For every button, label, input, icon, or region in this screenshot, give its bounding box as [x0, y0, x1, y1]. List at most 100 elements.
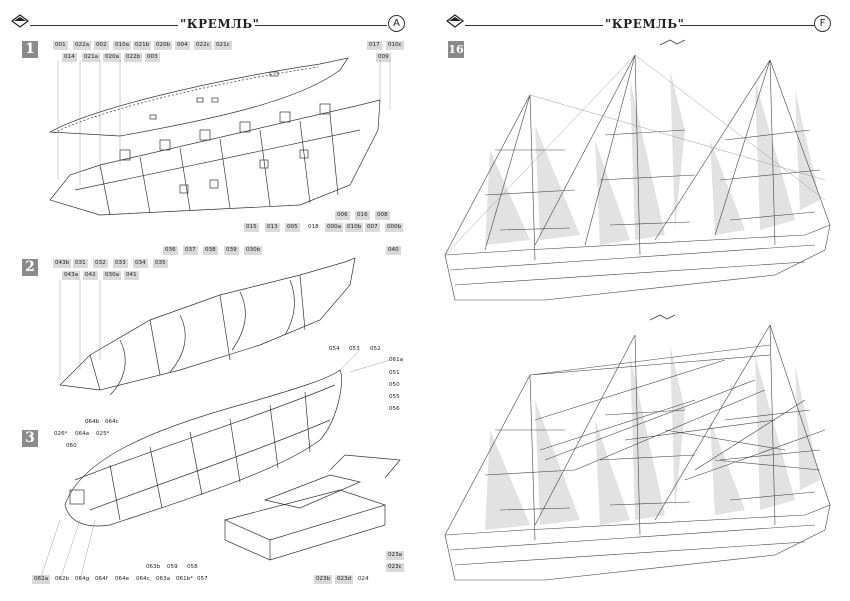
part-label: 061a: [389, 357, 404, 363]
keel-frames-drawing: [59, 257, 356, 396]
deck-drawing: [48, 57, 349, 137]
part-label: 008: [375, 211, 390, 220]
part-label: 020a: [103, 53, 122, 62]
part-label: 030b: [244, 246, 263, 255]
part-label: 013: [265, 223, 280, 232]
part-label: 025*: [96, 431, 110, 437]
part-label: 064g: [75, 576, 90, 582]
part-label: 042: [83, 271, 98, 280]
part-label: 053: [349, 346, 360, 352]
left-page: "КРЕМЛЬ" A 1 2 3 001 022a 002 010a 021b …: [11, 14, 405, 584]
logo-icon: [446, 14, 464, 28]
part-label: 009: [376, 53, 391, 62]
part-label: 022c: [194, 41, 212, 50]
part-label: 056: [389, 406, 400, 412]
part-label: 016: [355, 211, 370, 220]
step-number-16: 16: [448, 41, 464, 58]
part-label: 022a: [73, 41, 92, 50]
logo-icon: [11, 14, 29, 28]
part-label: 064b: [85, 419, 100, 425]
part-label: 050: [389, 382, 400, 388]
part-label: 062b: [55, 576, 70, 582]
part-label: 015: [244, 223, 259, 232]
part-label: 010b: [345, 223, 364, 232]
part-label: 007: [365, 223, 380, 232]
base-parts-drawing: [223, 454, 401, 561]
header-rule-left: [30, 25, 200, 26]
part-label: 018: [308, 224, 319, 230]
ship-top-drawing: [444, 39, 831, 301]
part-label: 005: [285, 223, 300, 232]
part-label: 043a: [62, 271, 81, 280]
part-label: 033: [113, 259, 128, 268]
part-label: 043b: [53, 259, 72, 268]
planked-hull-drawing: [64, 369, 342, 527]
step-number-1: 1: [22, 41, 38, 58]
rigging-drawings: [444, 39, 831, 581]
step-number-3: 3: [22, 430, 38, 447]
page-letter-badge: A: [388, 15, 405, 32]
part-label: 064e: [115, 576, 130, 582]
part-label: 039: [224, 246, 239, 255]
part-label: 038: [203, 246, 218, 255]
right-page: "КРЕМЛЬ" F 16: [425, 0, 850, 601]
part-label: 035: [153, 259, 168, 268]
part-label: 030a: [103, 271, 122, 280]
part-label: 021b: [133, 41, 152, 50]
part-label: 062a: [32, 575, 51, 584]
step-number-2: 2: [22, 259, 38, 276]
part-label: 063b: [146, 564, 161, 570]
part-label: 021a: [82, 53, 101, 62]
part-label: 054: [329, 346, 340, 352]
part-label: 041: [124, 271, 139, 280]
part-label: 061b*: [176, 576, 194, 582]
part-label: 059: [167, 564, 178, 570]
part-label: 064c: [105, 419, 119, 425]
part-label: 000a: [325, 223, 344, 232]
part-label: 034: [133, 259, 148, 268]
part-label: 051: [389, 370, 400, 376]
part-label: 064c: [136, 576, 150, 582]
header-rule-right: [680, 25, 815, 26]
part-label: 031: [73, 259, 88, 268]
part-label: 000b: [385, 223, 404, 232]
part-label: 001: [53, 41, 68, 50]
part-label: 022b: [124, 53, 143, 62]
part-label: 003: [145, 53, 160, 62]
part-label: 021c: [214, 41, 232, 50]
part-label: 060: [66, 443, 77, 449]
part-label: 064a: [75, 431, 90, 437]
part-label: 017: [367, 41, 382, 50]
ship-bottom-drawing: [444, 314, 831, 581]
part-label: 004: [175, 41, 190, 50]
part-label: 057: [197, 576, 208, 582]
part-label: 020b: [154, 41, 173, 50]
part-label: 023a: [386, 551, 405, 560]
part-label: 014: [62, 53, 77, 62]
page-title: "КРЕМЛЬ": [603, 17, 687, 31]
part-label: 037: [183, 246, 198, 255]
header-rule-left: [465, 25, 615, 26]
part-label: 052: [370, 346, 381, 352]
part-label: 032: [93, 259, 108, 268]
part-label: 023b: [314, 575, 333, 584]
page-letter-badge: F: [814, 15, 831, 32]
page-title: "КРЕМЛЬ": [178, 17, 262, 31]
part-label: 040: [386, 246, 401, 255]
hull-frame-drawing: [49, 99, 381, 216]
part-label: 036: [163, 246, 178, 255]
part-label: 063a: [156, 576, 171, 582]
assembly-drawings: [39, 57, 401, 581]
part-label: 010c: [386, 41, 404, 50]
part-label: 023c: [386, 563, 404, 572]
part-label: 002: [94, 41, 109, 50]
part-label: 055: [389, 394, 400, 400]
part-label: 024: [358, 576, 369, 582]
part-label: 026*: [54, 431, 68, 437]
header-rule-right: [255, 25, 387, 26]
part-label: 023d: [335, 575, 354, 584]
part-label: 006: [335, 211, 350, 220]
part-label: 058: [187, 564, 198, 570]
part-label: 010a: [113, 41, 132, 50]
part-label: 064f: [95, 576, 108, 582]
